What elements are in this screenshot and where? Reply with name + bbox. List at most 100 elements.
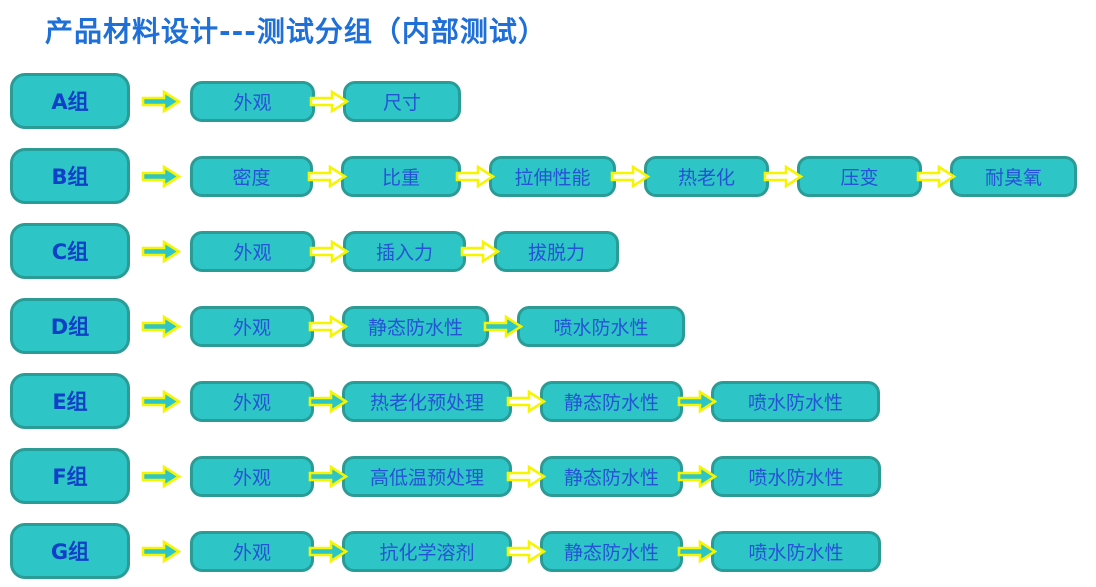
- flow-arrow-icon: [677, 464, 717, 489]
- flow-arrow-icon: [141, 314, 181, 339]
- flow-arrow-icon: [308, 539, 348, 564]
- test-label: 尺寸: [382, 91, 421, 114]
- group-box: D组: [10, 298, 130, 354]
- test-label: 喷水防水性: [748, 466, 844, 489]
- flow-arrow-icon: [141, 464, 181, 489]
- test-label: 喷水防水性: [553, 316, 649, 339]
- test-box: 喷水防水性: [711, 455, 881, 497]
- group-box: E组: [10, 373, 130, 429]
- test-box: 插入力: [343, 230, 466, 272]
- test-label: 比重: [381, 166, 420, 189]
- flow-arrow-icon: [141, 89, 181, 114]
- test-box: 压变: [797, 155, 922, 197]
- flow-arrow-icon: [506, 539, 546, 564]
- group-box: G组: [10, 523, 130, 579]
- test-label: 喷水防水性: [748, 541, 844, 564]
- test-box: 热老化: [644, 155, 769, 197]
- test-label: 外观: [232, 316, 271, 339]
- test-box: 耐臭氧: [950, 155, 1077, 197]
- test-label: 喷水防水性: [747, 391, 843, 414]
- group-label: F组: [52, 465, 88, 489]
- test-box: 拔脱力: [494, 230, 619, 272]
- test-label: 静态防水性: [367, 316, 463, 339]
- test-label: 静态防水性: [563, 391, 659, 414]
- test-label: 耐臭氧: [984, 166, 1042, 189]
- test-label: 热老化: [677, 166, 735, 189]
- test-box: 外观: [190, 80, 315, 122]
- flow-arrow-icon: [308, 464, 348, 489]
- flow-arrow-icon: [141, 389, 181, 414]
- test-box: 高低温预处理: [342, 455, 512, 497]
- flow-arrow-icon: [307, 164, 347, 189]
- test-label: 静态防水性: [563, 466, 659, 489]
- flow-arrow-icon: [309, 89, 349, 114]
- flow-arrow-icon: [763, 164, 803, 189]
- flow-arrow-icon: [483, 314, 523, 339]
- flow-arrow-icon: [677, 539, 717, 564]
- test-label: 压变: [840, 166, 879, 189]
- flow-arrow-icon: [141, 539, 181, 564]
- flow-row: E组 外观 热老化预处理 静态防水性 喷水防水性: [10, 372, 1096, 430]
- flow-arrow-icon: [677, 389, 717, 414]
- flow-arrow-icon: [309, 239, 349, 264]
- flow-arrow-icon: [308, 314, 348, 339]
- test-label: 拔脱力: [527, 241, 585, 264]
- flow-row: A组 外观 尺寸: [10, 72, 1096, 130]
- flow-arrow-icon: [916, 164, 956, 189]
- test-label: 热老化预处理: [369, 391, 484, 414]
- test-label: 外观: [233, 91, 272, 114]
- flow-row: F组 外观 高低温预处理 静态防水性 喷水防水性: [10, 447, 1096, 505]
- group-box: B组: [10, 148, 130, 204]
- group-label: B组: [51, 165, 89, 189]
- test-box: 喷水防水性: [517, 305, 685, 347]
- flow-arrow-icon: [506, 389, 546, 414]
- test-label: 高低温预处理: [369, 466, 484, 489]
- flow-arrow-icon: [308, 389, 348, 414]
- test-box: 外观: [190, 455, 314, 497]
- test-box: 静态防水性: [540, 455, 683, 497]
- flow-row: D组 外观 静态防水性 喷水防水性: [10, 297, 1096, 355]
- test-label: 插入力: [375, 241, 433, 264]
- test-box: 静态防水性: [540, 380, 683, 422]
- flow-arrow-icon: [506, 464, 546, 489]
- flow-row: C组 外观 插入力 拔脱力: [10, 222, 1096, 280]
- test-box: 抗化学溶剂: [342, 530, 512, 572]
- test-box: 密度: [190, 155, 313, 197]
- test-label: 拉伸性能: [514, 166, 591, 189]
- flow-row: B组 密度 比重 拉伸性能 热老化 压变 耐臭氧: [10, 147, 1096, 205]
- test-label: 外观: [232, 391, 271, 414]
- group-box: C组: [10, 223, 130, 279]
- test-box: 外观: [190, 305, 314, 347]
- group-box: F组: [10, 448, 130, 504]
- test-box: 比重: [341, 155, 461, 197]
- group-label: C组: [51, 240, 89, 264]
- group-label: E组: [52, 390, 88, 414]
- test-label: 抗化学溶剂: [379, 541, 475, 564]
- group-box: A组: [10, 73, 130, 129]
- flow-arrow-icon: [141, 239, 181, 264]
- flow-arrow-icon: [460, 239, 500, 264]
- test-box: 外观: [190, 530, 314, 572]
- test-label: 密度: [232, 166, 271, 189]
- test-box: 喷水防水性: [711, 380, 880, 422]
- group-label: A组: [51, 90, 89, 114]
- test-label: 静态防水性: [563, 541, 659, 564]
- test-label: 外观: [232, 541, 271, 564]
- test-box: 尺寸: [343, 80, 461, 122]
- test-box: 热老化预处理: [342, 380, 512, 422]
- flow-row: G组 外观 抗化学溶剂 静态防水性 喷水防水性: [10, 522, 1096, 580]
- group-label: D组: [50, 315, 90, 339]
- diagram-title: 产品材料设计---测试分组（内部测试）: [45, 15, 547, 48]
- test-label: 外观: [233, 241, 272, 264]
- flow-arrow-icon: [141, 164, 181, 189]
- flow-arrow-icon: [610, 164, 650, 189]
- test-box: 外观: [190, 380, 314, 422]
- test-label: 外观: [232, 466, 271, 489]
- flow-arrow-icon: [455, 164, 495, 189]
- test-box: 外观: [190, 230, 315, 272]
- test-box: 静态防水性: [342, 305, 489, 347]
- test-box: 拉伸性能: [489, 155, 616, 197]
- group-label: G组: [50, 540, 90, 564]
